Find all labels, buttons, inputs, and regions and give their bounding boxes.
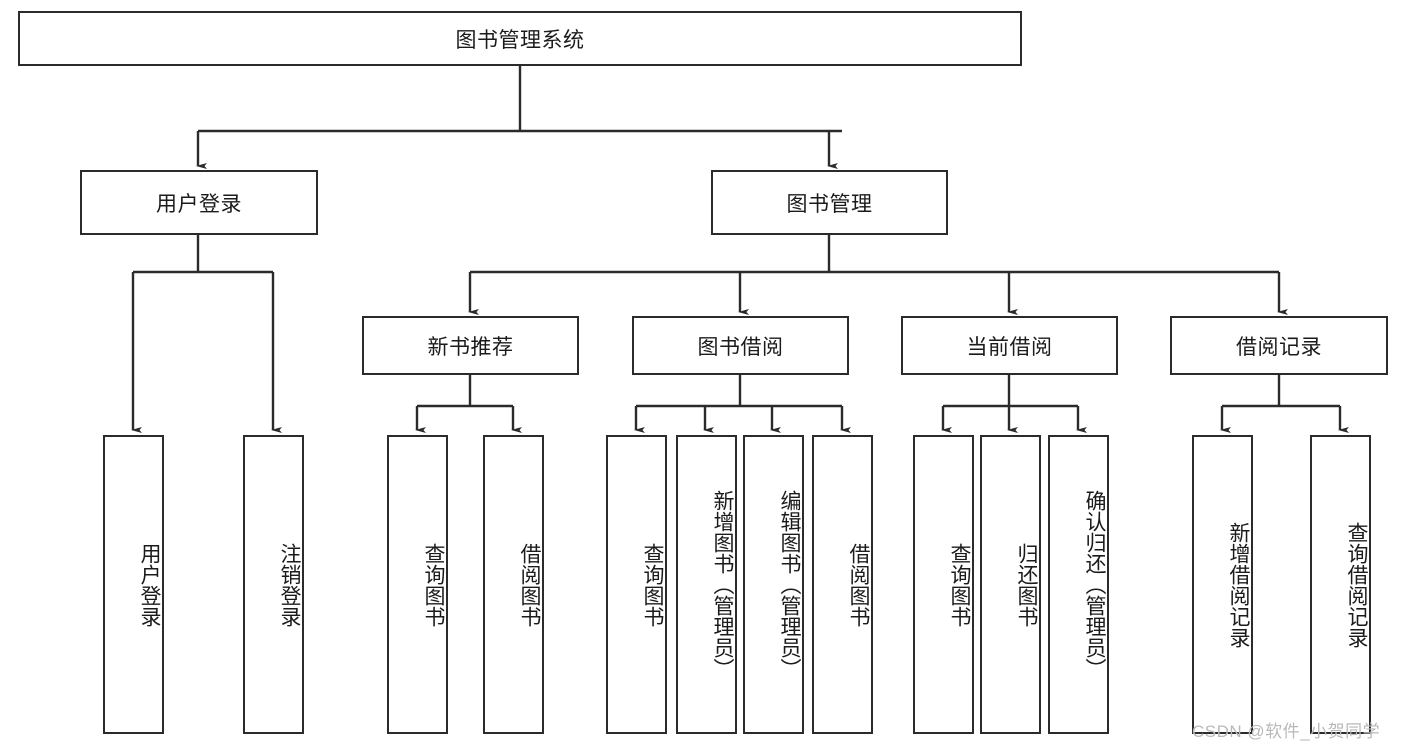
leaf-return-book[interactable]: 归还图书 [980, 435, 1041, 734]
leaf-user-login[interactable]: 用户登录 [103, 435, 164, 734]
node-label: 查询图书 [641, 542, 664, 627]
node-current-borrow[interactable]: 当前借阅 [901, 316, 1118, 375]
node-book-manage[interactable]: 图书管理 [711, 170, 948, 235]
node-label: 借阅图书 [847, 542, 870, 627]
node-label: 确认归还（管理员） [1083, 490, 1106, 679]
node-user-login[interactable]: 用户登录 [80, 170, 318, 235]
node-label: 新书推荐 [427, 335, 514, 359]
node-label: 注销登录 [278, 542, 301, 627]
node-label: 新增借阅记录 [1227, 521, 1250, 648]
leaf-query-book-2[interactable]: 查询图书 [606, 435, 667, 734]
leaf-borrow-book-1[interactable]: 借阅图书 [483, 435, 544, 734]
node-label: 查询图书 [422, 542, 445, 627]
leaf-edit-book[interactable]: 编辑图书（管理员） [743, 435, 804, 734]
node-borrow-record[interactable]: 借阅记录 [1170, 316, 1388, 375]
node-label: 用户登录 [156, 192, 242, 216]
node-book-borrow[interactable]: 图书借阅 [632, 316, 849, 375]
node-label: 用户登录 [138, 542, 161, 627]
node-label: 借阅图书 [518, 542, 541, 627]
node-label: 查询图书 [948, 542, 971, 627]
leaf-query-record[interactable]: 查询借阅记录 [1310, 435, 1371, 734]
leaf-query-book-3[interactable]: 查询图书 [913, 435, 974, 734]
node-label: 编辑图书（管理员） [778, 490, 801, 679]
node-root-system[interactable]: 图书管理系统 [18, 11, 1022, 66]
csdn-watermark: CSDN @软件_小贺同学 [1192, 722, 1381, 741]
node-label: 图书管理 [786, 192, 873, 216]
node-new-book-rec[interactable]: 新书推荐 [362, 316, 579, 375]
leaf-borrow-book-2[interactable]: 借阅图书 [812, 435, 873, 734]
node-label: 查询借阅记录 [1345, 521, 1368, 648]
node-label: 当前借阅 [966, 335, 1053, 359]
leaf-add-book[interactable]: 新增图书（管理员） [676, 435, 737, 734]
leaf-user-logout[interactable]: 注销登录 [243, 435, 304, 734]
node-label: 借阅记录 [1236, 335, 1322, 359]
leaf-add-record[interactable]: 新增借阅记录 [1192, 435, 1253, 734]
node-label: 新增图书（管理员） [711, 490, 734, 679]
leaf-query-book-1[interactable]: 查询图书 [387, 435, 448, 734]
leaf-confirm-return[interactable]: 确认归还（管理员） [1048, 435, 1109, 734]
node-label: 图书借阅 [697, 335, 784, 359]
node-label: 图书管理系统 [455, 28, 585, 52]
node-label: 归还图书 [1015, 542, 1038, 627]
